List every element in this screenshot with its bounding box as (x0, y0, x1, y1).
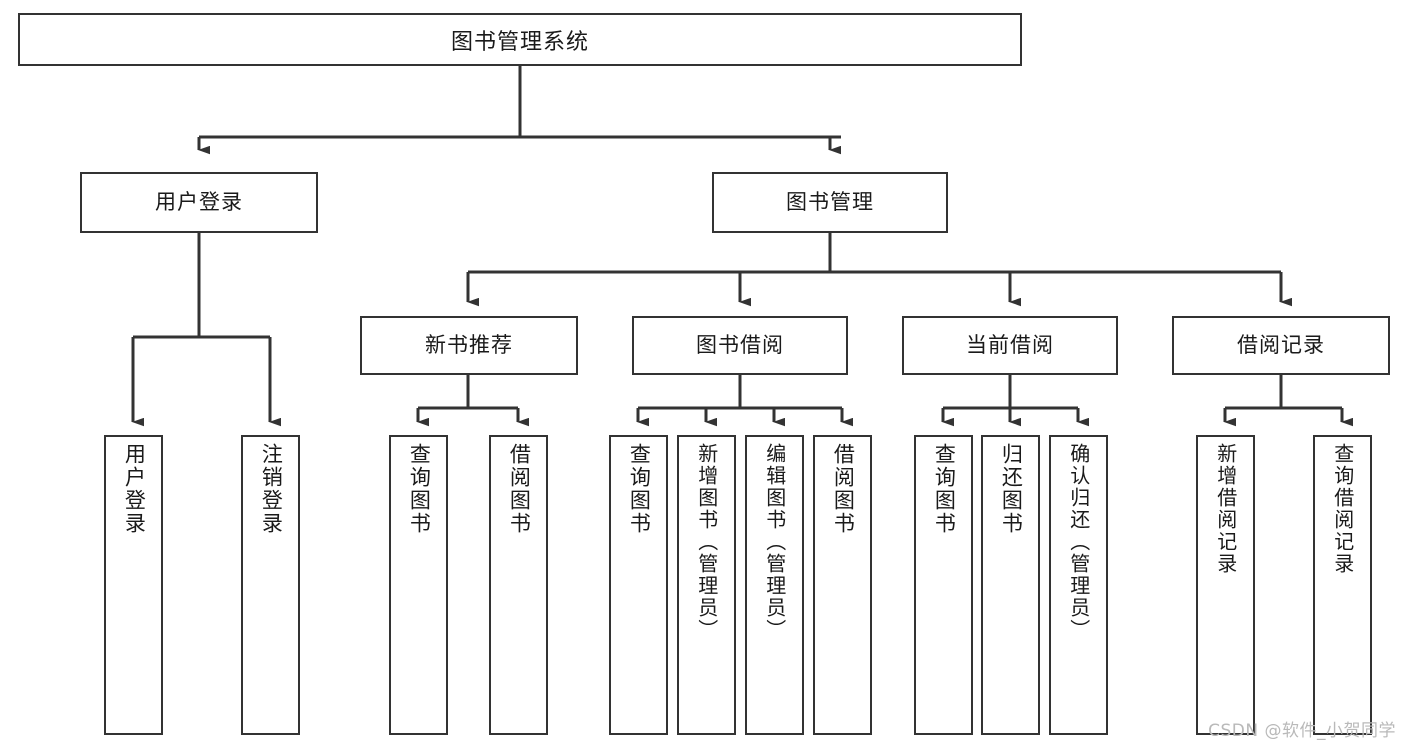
node-label: 查询图书 (932, 443, 957, 535)
node-label: 归还图书 (999, 443, 1024, 535)
node-label: 图书管理系统 (450, 29, 589, 55)
leaf-query-borrow-record[interactable]: 查询借阅记录 (1313, 435, 1372, 735)
csdn-watermark: CSDN @软件_小贺同学 (1208, 721, 1396, 741)
leaf-logout[interactable]: 注销登录 (241, 435, 300, 735)
node-user-login[interactable]: 用户登录 (80, 172, 318, 233)
leaf-borrow-book-recommend[interactable]: 借阅图书 (489, 435, 548, 735)
node-new-book-recommend[interactable]: 新书推荐 (360, 316, 578, 375)
node-label: 编辑图书（管理员） (762, 443, 787, 641)
node-label: 当前借阅 (966, 332, 1054, 357)
node-label: 注销登录 (259, 443, 284, 535)
node-current-borrow[interactable]: 当前借阅 (902, 316, 1118, 375)
node-label: 查询图书 (407, 443, 432, 535)
leaf-query-book-recommend[interactable]: 查询图书 (389, 435, 448, 735)
node-book-borrow[interactable]: 图书借阅 (632, 316, 848, 375)
node-label: 用户登录 (122, 443, 147, 535)
node-label: 借阅记录 (1237, 332, 1325, 357)
leaf-query-book-borrow[interactable]: 查询图书 (609, 435, 668, 735)
node-label: 借阅图书 (507, 443, 532, 535)
leaf-borrow-book[interactable]: 借阅图书 (813, 435, 872, 735)
node-label: 查询借阅记录 (1330, 443, 1355, 575)
node-label: 借阅图书 (831, 443, 856, 535)
leaf-add-borrow-record[interactable]: 新增借阅记录 (1196, 435, 1255, 735)
leaf-return-book[interactable]: 归还图书 (981, 435, 1040, 735)
leaf-confirm-return-admin[interactable]: 确认归还（管理员） (1049, 435, 1108, 735)
node-label: 图书管理 (786, 189, 874, 214)
node-label: 用户登录 (155, 189, 243, 214)
node-label: 图书借阅 (696, 332, 784, 357)
node-label: 新增图书（管理员） (694, 443, 719, 641)
node-root-library-system[interactable]: 图书管理系统 (18, 13, 1022, 66)
leaf-edit-book-admin[interactable]: 编辑图书（管理员） (745, 435, 804, 735)
leaf-add-book-admin[interactable]: 新增图书（管理员） (677, 435, 736, 735)
node-borrow-record[interactable]: 借阅记录 (1172, 316, 1390, 375)
node-label: 新书推荐 (425, 332, 513, 357)
node-label: 新增借阅记录 (1213, 443, 1238, 575)
node-label: 确认归还（管理员） (1066, 443, 1091, 641)
leaf-query-book-current[interactable]: 查询图书 (914, 435, 973, 735)
leaf-user-login[interactable]: 用户登录 (104, 435, 163, 735)
node-book-management[interactable]: 图书管理 (712, 172, 948, 233)
node-label: 查询图书 (627, 443, 652, 535)
